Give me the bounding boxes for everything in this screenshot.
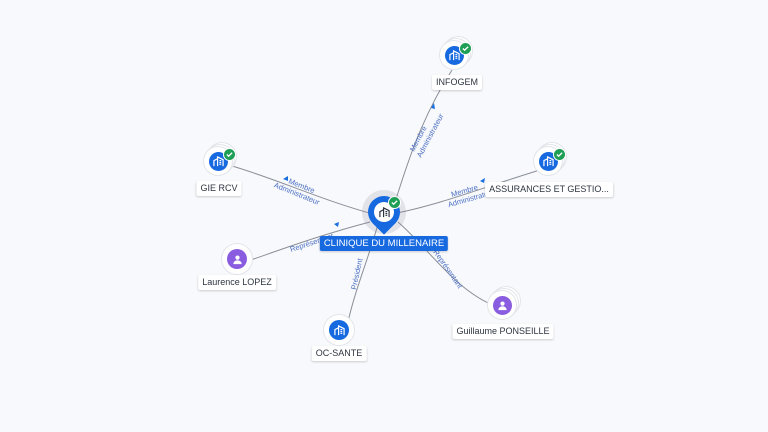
edge-label-guillaume: Représentant xyxy=(431,248,465,291)
edge-oc-sante xyxy=(347,223,379,323)
edge-guillaume xyxy=(397,221,496,307)
node-guillaume[interactable] xyxy=(488,287,520,320)
node-label-oc-sante[interactable]: OC-SANTE xyxy=(311,346,367,361)
node-infogem[interactable] xyxy=(440,37,472,70)
edge-gie-rcv xyxy=(231,165,381,217)
edge-laurence xyxy=(244,221,371,263)
node-laurence[interactable] xyxy=(222,244,252,274)
verified-check-icon xyxy=(388,196,401,209)
person-icon xyxy=(232,254,243,265)
building-icon xyxy=(449,50,460,61)
building-icon xyxy=(213,156,224,167)
verified-check-icon xyxy=(223,148,236,161)
arrow-assurances xyxy=(480,178,485,183)
arrow-laurence xyxy=(334,222,339,227)
company-avatar xyxy=(329,320,349,340)
verified-check-icon xyxy=(459,42,472,55)
arrow-gie-rcv xyxy=(283,176,288,181)
person-icon xyxy=(497,300,508,311)
center-node[interactable] xyxy=(361,189,407,238)
building-icon xyxy=(378,206,390,218)
building-icon xyxy=(543,156,554,167)
building-icon xyxy=(333,324,345,336)
edge-label-infogem: Membre Administrateur xyxy=(407,107,446,159)
person-avatar xyxy=(227,249,247,269)
node-gie-rcv[interactable] xyxy=(204,143,236,176)
arrow-infogem xyxy=(431,103,435,109)
node-label-infogem[interactable]: INFOGEM xyxy=(432,75,482,90)
edge-label-gie-rcv: Membre Administrateur xyxy=(273,172,325,207)
person-avatar xyxy=(493,296,512,315)
edge-assurances xyxy=(391,169,541,215)
node-label-gie-rcv[interactable]: GIE RCV xyxy=(196,181,242,196)
node-label-guillaume[interactable]: Guillaume PONSEILLE xyxy=(452,324,554,339)
node-oc-sante[interactable] xyxy=(324,315,354,345)
node-assurances[interactable] xyxy=(534,143,566,176)
verified-check-icon xyxy=(553,148,566,161)
node-label-laurence[interactable]: Laurence LOPEZ xyxy=(198,275,276,290)
node-label-assurances[interactable]: ASSURANCES ET GESTIO... xyxy=(485,182,613,197)
center-node-label[interactable]: CLINIQUE DU MILLENAIRE xyxy=(319,236,449,251)
